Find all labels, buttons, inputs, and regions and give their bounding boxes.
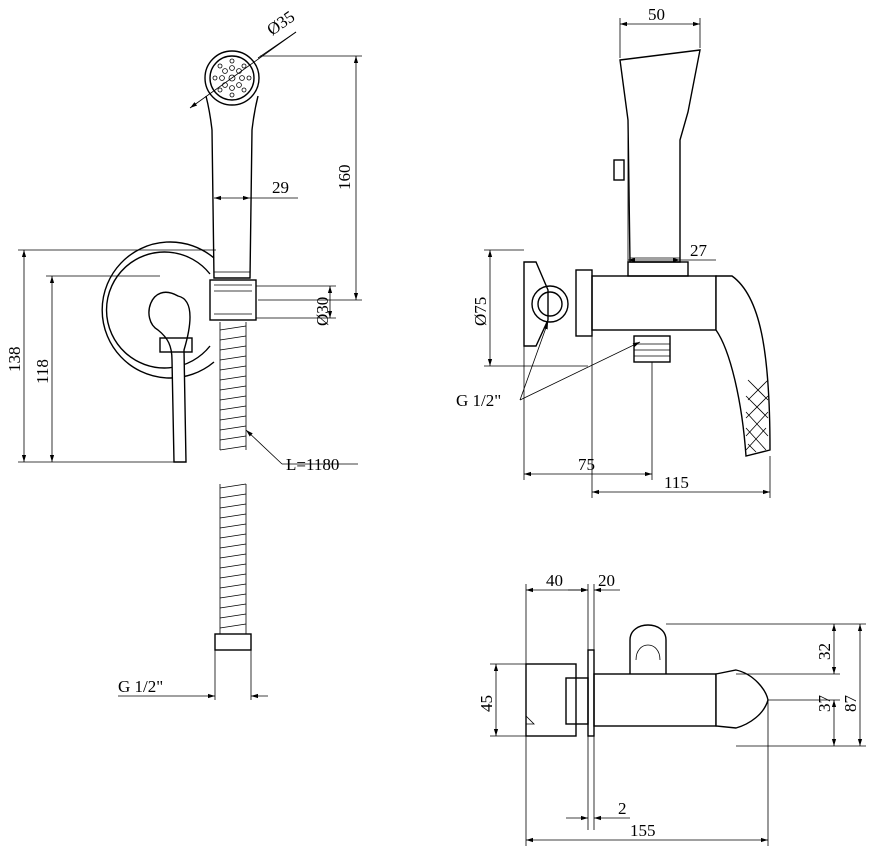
dim-depth-75: 75 [578, 455, 595, 474]
dim-box-depth: 40 [546, 571, 563, 590]
dim-total-length: 155 [630, 821, 656, 840]
dim-outer-height: 138 [5, 347, 24, 373]
side-thread-label: G 1/2" [456, 391, 501, 410]
dim-head-width: 50 [648, 5, 665, 24]
dim-flange-diameter: Ø75 [471, 297, 490, 326]
dim-total-height: 87 [841, 695, 860, 713]
dim-hand-shower-width: 29 [272, 178, 289, 197]
bottom-view: 40 20 45 32 37 87 2 155 [477, 571, 866, 846]
dim-plate-thickness: 2 [618, 799, 627, 818]
dim-plate-gap: 20 [598, 571, 615, 590]
hose-coil-top [219, 322, 247, 451]
hose-coil-bottom [219, 483, 247, 634]
dim-bracket-diameter: Ø30 [313, 297, 332, 326]
dim-handle-width: 27 [690, 241, 708, 260]
dim-box-height: 45 [477, 695, 496, 712]
side-view: 50 27 Ø75 G 1/2" 75 115 [456, 5, 771, 498]
handle-texture-icon [745, 379, 769, 453]
dim-top-offset: 32 [815, 643, 834, 660]
dim-center-offset: 37 [815, 695, 834, 713]
dim-inner-height: 118 [33, 359, 52, 384]
dim-depth-115: 115 [664, 473, 689, 492]
hose-thread-label: G 1/2" [118, 677, 163, 696]
dim-hand-shower-length: 160 [335, 165, 354, 191]
hose-length-label: L=1180 [286, 455, 339, 474]
hand-shower-view: Ø35 29 160 Ø30 138 118 L=1180 G 1/2" [5, 7, 362, 700]
